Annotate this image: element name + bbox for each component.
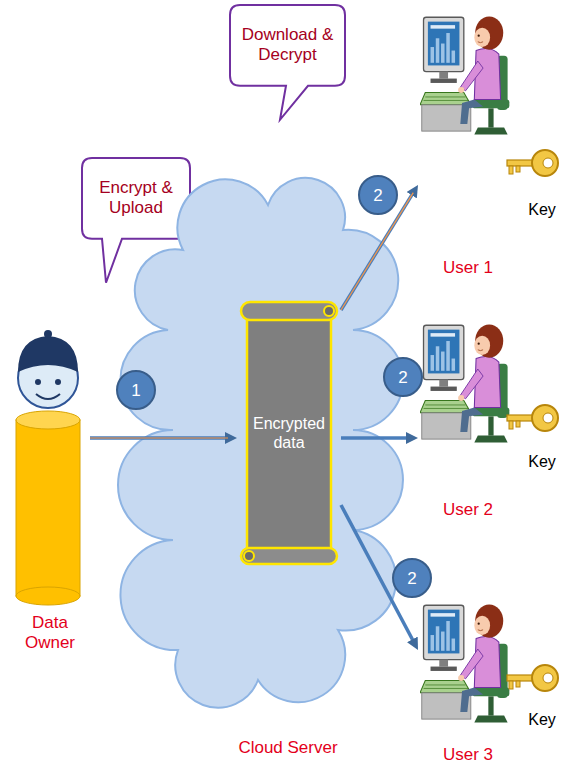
- user-actor: User 3: [418, 598, 518, 765]
- user-figure: [420, 604, 509, 722]
- encrypted-scroll-outline: [237, 298, 341, 568]
- scroll-part: [244, 551, 254, 561]
- data-owner-figure: [36, 394, 60, 399]
- user-figure: [420, 16, 509, 134]
- actor-label: User 3: [423, 745, 513, 765]
- data-owner-figure: [35, 379, 41, 385]
- key-figure: [507, 665, 558, 691]
- key-figure: [507, 150, 558, 176]
- data-owner-figure: [55, 379, 61, 385]
- callout-text: Encrypt & Upload: [92, 178, 180, 219]
- scroll-text: Encrypted data: [249, 414, 329, 452]
- data-owner-figure: [16, 420, 80, 596]
- step-number: 1: [131, 382, 140, 399]
- cloud-server-outline: [128, 160, 400, 730]
- step-circle: 2: [392, 558, 432, 598]
- data-owner-figure: [16, 587, 80, 605]
- step-circle: 2: [383, 357, 423, 397]
- scroll-part: [324, 306, 334, 316]
- cloud-shape: [118, 178, 403, 708]
- key-figure: [507, 405, 558, 431]
- data-owner-figure: [18, 336, 78, 372]
- user-actor: User 2: [418, 318, 518, 520]
- speech-callout: Download & Decrypt: [230, 5, 345, 86]
- scroll-part: [241, 548, 337, 564]
- flow-arrow: [90, 436, 228, 440]
- user-figure: [420, 324, 509, 442]
- scroll-part: [247, 312, 331, 556]
- speech-callout: Encrypt & Upload: [82, 158, 190, 239]
- data-owner-actor: Data Owner: [10, 305, 90, 654]
- callout-bubble: [230, 5, 345, 120]
- connector-stripe: [90, 437, 228, 438]
- data-owner-figure: [16, 411, 80, 429]
- step-number: 2: [407, 570, 416, 587]
- cloud-server: Cloud Server Encrypted data: [128, 160, 400, 758]
- step-number: 2: [398, 369, 407, 386]
- actor-label: Data Owner: [15, 613, 85, 654]
- callout-text: Download & Decrypt: [240, 25, 335, 66]
- key-label: Key: [523, 200, 561, 219]
- step-number: 2: [373, 187, 382, 204]
- flow-arrow: [341, 436, 409, 440]
- step-circle: 1: [116, 370, 156, 410]
- actor-label: User 1: [423, 258, 513, 278]
- step-circle: 2: [358, 175, 398, 215]
- key-label: Key: [523, 452, 561, 471]
- actor-label: User 2: [423, 500, 513, 520]
- key-label: Key: [523, 710, 561, 729]
- cloud-label: Cloud Server: [228, 738, 348, 758]
- data-owner-figure: [16, 330, 80, 605]
- scroll-part: [241, 302, 337, 320]
- data-owner-figure: [44, 330, 52, 338]
- encrypted-scroll: Encrypted data: [237, 298, 341, 568]
- user-actor: User 1: [418, 5, 518, 278]
